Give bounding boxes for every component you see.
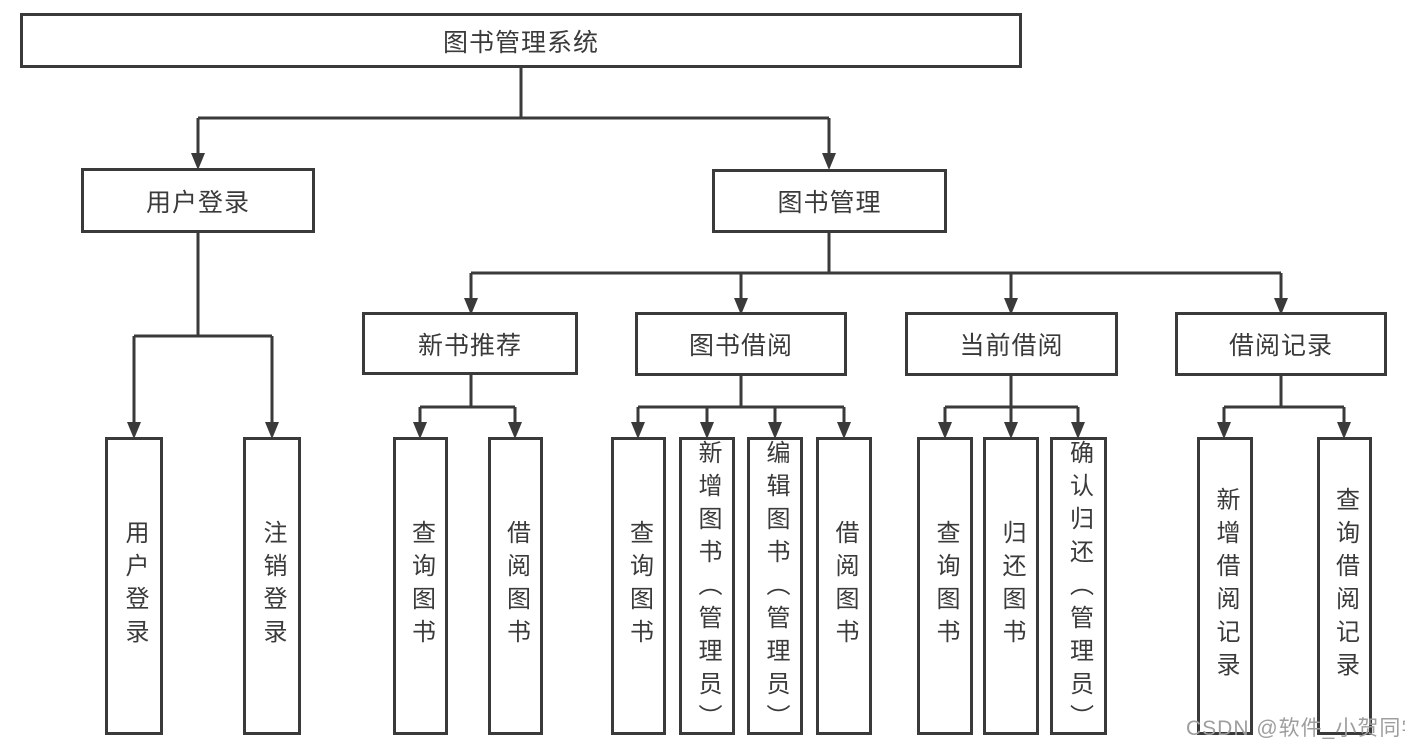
node-borrowing-records: 借阅记录	[1175, 312, 1387, 376]
node-library-management-system: 图书管理系统	[20, 13, 1022, 68]
connector-root-split	[191, 68, 836, 170]
leaf-confirm-return-admin: 确认归还（管理员）	[1050, 437, 1107, 737]
leaf-logout: 注销登录	[243, 437, 301, 735]
leaf-user-login-label: 用户登录	[121, 520, 148, 652]
leaf-confirm-return-admin-label: 确认归还（管理员）	[1065, 440, 1093, 737]
leaf-borrow-books-recommend: 借阅图书	[488, 437, 543, 735]
leaf-query-books-recommend-label: 查询图书	[407, 520, 435, 652]
connector-book-management-split	[464, 233, 1288, 315]
node-book-management: 图书管理	[712, 169, 947, 233]
leaf-edit-books-admin: 编辑图书（管理员）	[747, 437, 803, 737]
leaf-query-borrow-record-label: 查询借阅记录	[1331, 487, 1359, 685]
leaf-borrow-books-recommend-label: 借阅图书	[502, 520, 530, 652]
connector-book-borrow-split	[631, 375, 851, 439]
leaf-query-borrow-record: 查询借阅记录	[1317, 437, 1372, 735]
leaf-query-books-borrow-label: 查询图书	[625, 520, 653, 652]
leaf-add-books-admin: 新增图书（管理员）	[679, 437, 735, 737]
leaf-query-books-recommend: 查询图书	[393, 437, 448, 735]
connector-borrow-record-split	[1217, 375, 1351, 439]
leaf-return-books-label: 归还图书	[998, 520, 1025, 652]
csdn-watermark: CSDN @软件_小贺同学	[1186, 717, 1405, 740]
connector-new-book-split	[413, 375, 522, 439]
node-current-borrowing: 当前借阅	[905, 312, 1118, 376]
connector-current-borrow-split	[938, 375, 1085, 439]
leaf-add-borrow-record-label: 新增借阅记录	[1212, 487, 1239, 685]
leaf-query-books-current-label: 查询图书	[932, 520, 959, 652]
node-new-book-recommend: 新书推荐	[362, 312, 578, 375]
leaf-edit-books-admin-label: 编辑图书（管理员）	[762, 440, 789, 737]
leaf-query-books-current: 查询图书	[917, 437, 973, 735]
node-book-borrowing: 图书借阅	[635, 312, 847, 376]
leaf-add-books-admin-label: 新增图书（管理员）	[694, 440, 721, 737]
leaf-user-login: 用户登录	[105, 437, 163, 735]
node-user-login: 用户登录	[81, 168, 315, 233]
leaf-logout-label: 注销登录	[259, 520, 286, 652]
leaf-return-books: 归还图书	[983, 437, 1039, 735]
leaf-borrow-books-label: 借阅图书	[831, 520, 858, 652]
connector-user-login-split	[127, 233, 279, 439]
leaf-add-borrow-record: 新增借阅记录	[1197, 437, 1253, 735]
leaf-query-books-borrow: 查询图书	[611, 437, 666, 735]
leaf-borrow-books: 借阅图书	[816, 437, 872, 735]
